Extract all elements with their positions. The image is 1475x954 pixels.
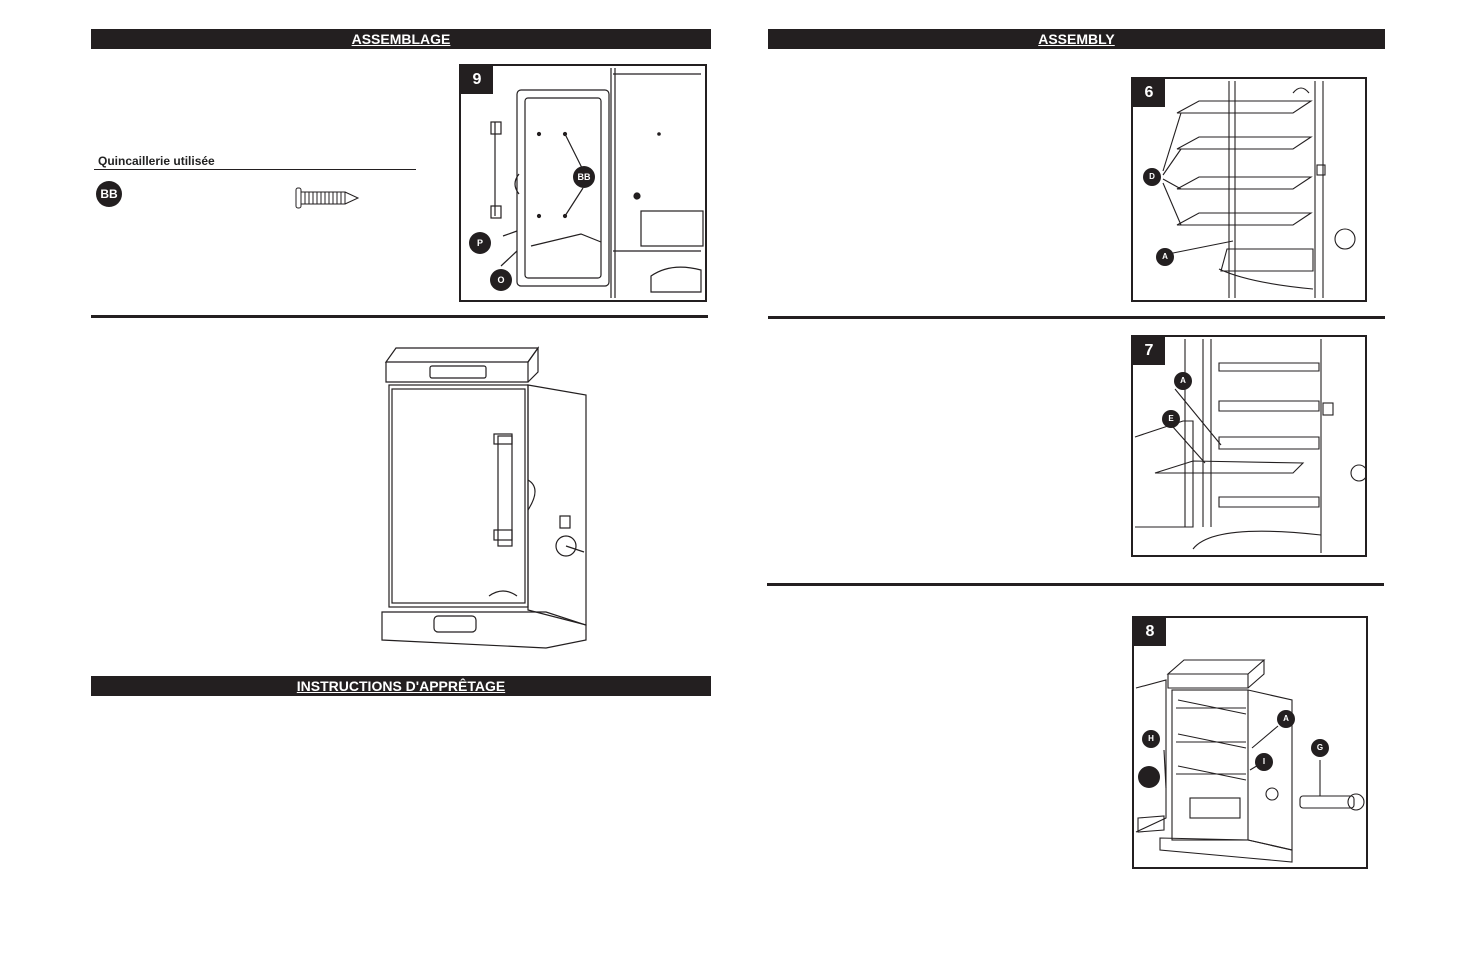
figure-9-label-p: P <box>469 232 491 254</box>
figure-6-number: 6 <box>1133 79 1165 107</box>
figure-9: 9 BB P O <box>459 64 707 302</box>
figure-9-label-bb: BB <box>573 166 595 188</box>
figure-6-drawing <box>1162 81 1356 298</box>
figure-8-drawing <box>1135 659 1365 863</box>
right-section-divider-2 <box>767 583 1384 586</box>
hardware-divider <box>94 169 416 170</box>
figure-8-label-i: I <box>1255 753 1273 771</box>
right-section-divider-1 <box>768 316 1385 319</box>
figure-9-label-o: O <box>490 269 512 291</box>
figure-7-drawing <box>1134 339 1365 553</box>
figure-7-label-e: E <box>1162 410 1180 428</box>
assembly-header-text: ASSEMBLY <box>1038 31 1115 47</box>
hardware-badge-bb: BB <box>96 181 122 207</box>
figure-6: 6 D A <box>1131 77 1367 302</box>
figure-8-label-g: G <box>1311 739 1329 757</box>
figure-6-label-d: D <box>1143 168 1161 186</box>
figure-8: 8 A H G I <box>1132 616 1368 869</box>
seasoning-instructions-header-text: INSTRUCTIONS D'APPRÊTAGE <box>296 678 506 694</box>
seasoning-instructions-header: INSTRUCTIONS D'APPRÊTAGE <box>91 676 711 696</box>
figure-7-number: 7 <box>1133 337 1165 365</box>
figure-8-label-h: H <box>1142 730 1160 748</box>
hardware-used-title: Quincaillerie utilisée <box>98 154 215 168</box>
figure-9-drawing <box>490 68 704 298</box>
figure-7-label-a: A <box>1174 372 1192 390</box>
figure-8-label-a: A <box>1277 710 1295 728</box>
assemblage-header-text: ASSEMBLAGE <box>351 31 451 47</box>
left-section-divider <box>91 315 708 318</box>
figure-8-number: 8 <box>1134 618 1166 646</box>
figure-7: 7 A E <box>1131 335 1367 557</box>
figure-8-label-unlabeled <box>1138 766 1160 788</box>
assemblage-header: ASSEMBLAGE <box>91 29 711 49</box>
figure-9-number: 9 <box>461 66 493 94</box>
assembly-header: ASSEMBLY <box>768 29 1385 49</box>
figure-6-label-a: A <box>1156 248 1174 266</box>
